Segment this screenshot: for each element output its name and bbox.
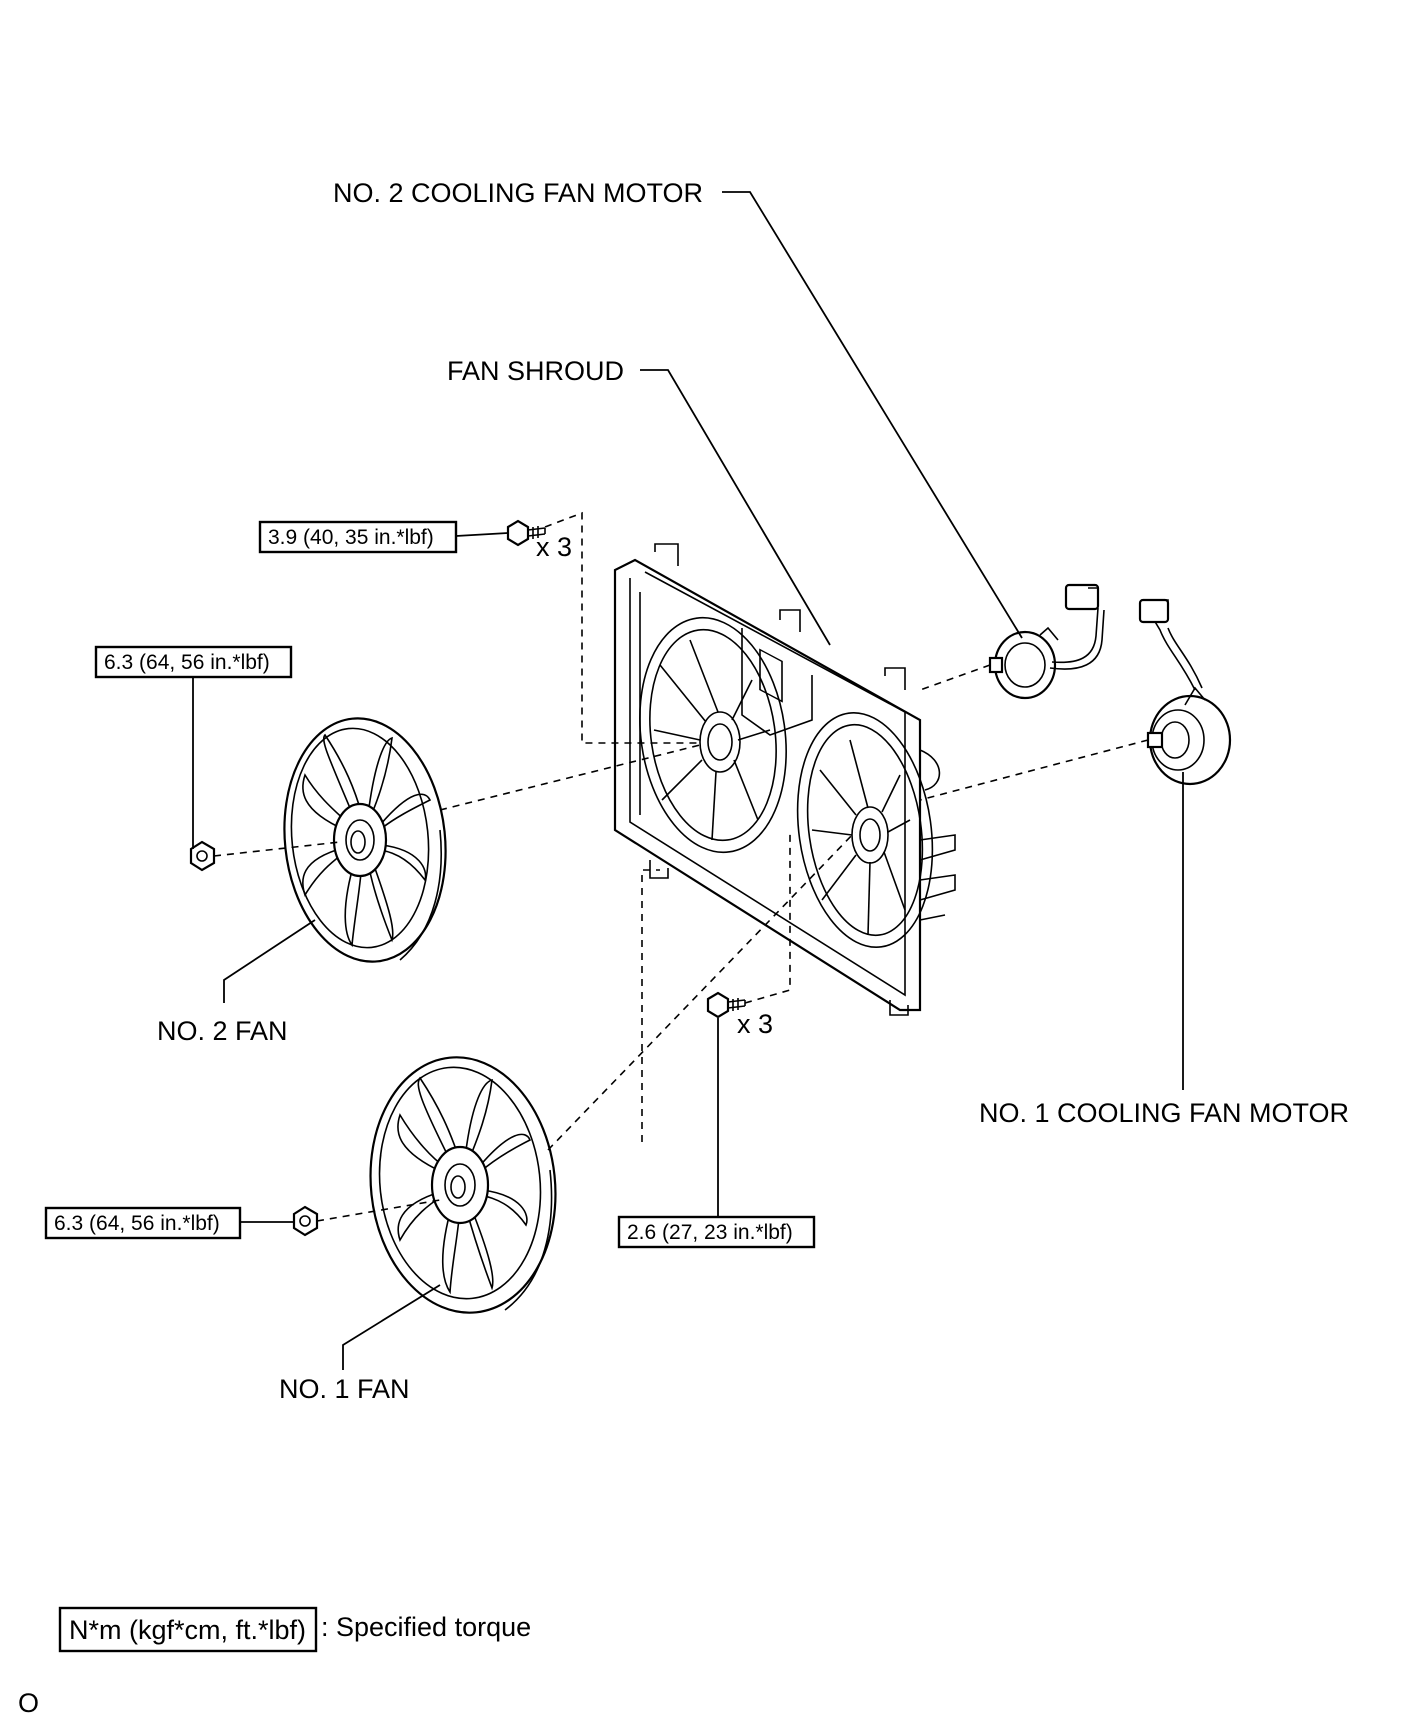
no1-cooling-fan-motor-label: NO. 1 COOLING FAN MOTOR [979,1098,1349,1128]
legend-text: : Specified torque [321,1612,531,1642]
figure-code: O [18,1688,39,1718]
torque-value: 3.9 (40, 35 in.*lbf) [268,526,434,549]
torque-value: 6.3 (64, 56 in.*lbf) [54,1212,220,1235]
no1-fan-drawing [369,1056,557,1314]
no2-cooling-fan-motor-label: NO. 2 COOLING FAN MOTOR [333,178,703,208]
no2-fan-drawing [283,717,447,963]
assembly-dashed-lines [213,511,1149,1222]
shroud-bolt-quantity: x 3 [536,532,572,562]
fan-shroud-label: FAN SHROUD [447,356,624,386]
leader-lines [192,191,1184,1370]
torque-box-fan2-nut: 6.3 (64, 56 in.*lbf) [94,645,293,679]
torque-box-fan1-nut: 6.3 (64, 56 in.*lbf) [44,1206,242,1240]
no1-cooling-fan-motor-drawing [1138,598,1232,786]
fan2-nut-drawing [189,840,216,872]
motor-bolt-quantity: x 3 [737,1009,773,1039]
legend-unit: N*m (kgf*cm, ft.*lbf) [69,1615,306,1645]
torque-value: 2.6 (27, 23 in.*lbf) [627,1221,793,1244]
torque-box-motor-bolt: 2.6 (27, 23 in.*lbf) [617,1215,816,1249]
fan1-nut-drawing [292,1205,319,1237]
fan-shroud-drawing [613,543,956,1016]
no2-fan-label: NO. 2 FAN [157,1016,288,1046]
no2-cooling-fan-motor-drawing [988,583,1105,700]
shroud-bolt-drawing [506,519,546,547]
torque-value: 6.3 (64, 56 in.*lbf) [104,651,270,674]
torque-box-shroud-bolt: 3.9 (40, 35 in.*lbf) [258,520,458,554]
no1-fan-label: NO. 1 FAN [279,1374,410,1404]
torque-legend: N*m (kgf*cm, ft.*lbf) : Specified torque [58,1606,531,1653]
motor-bolt-drawing [706,991,746,1019]
